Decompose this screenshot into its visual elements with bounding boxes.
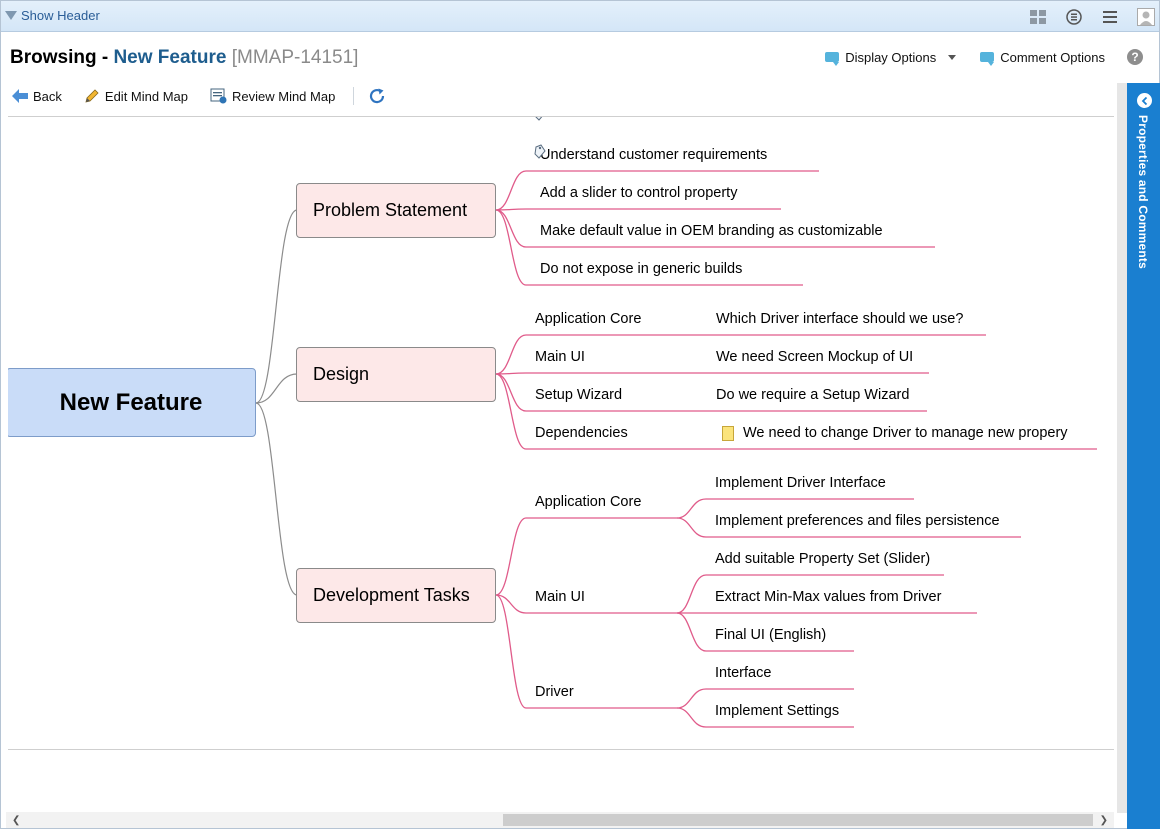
task-item[interactable]: Make default value in OEM branding as cu… [535, 117, 883, 241]
properties-comments-label: Properties and Comments [1136, 115, 1150, 269]
design-item-application-core[interactable]: Application Core [535, 311, 642, 327]
review-mind-map-button[interactable]: Review Mind Map [210, 88, 335, 104]
comment-options-label: Comment Options [1000, 49, 1105, 65]
dev-group-application-core[interactable]: Application Core [535, 494, 642, 510]
design-item-main-ui[interactable]: Main UI [535, 349, 585, 365]
development-tasks-node[interactable]: Development Tasks [296, 568, 496, 623]
chat-bubble-icon [825, 52, 840, 66]
review-mind-map-label: Review Mind Map [232, 88, 336, 104]
dev-task-item[interactable]: Implement preferences and files persiste… [715, 513, 1000, 529]
back-button[interactable]: Back [12, 89, 62, 104]
note-icon [722, 425, 734, 441]
show-header-toggle[interactable]: Show Header [5, 8, 100, 23]
dev-task-item[interactable]: Add suitable Property Set (Slider) [715, 551, 931, 567]
top-header-bar: Show Header [1, 1, 1159, 32]
dev-task-item[interactable]: Extract Min-Max values from Driver [715, 589, 942, 605]
scroll-left-arrow-icon[interactable]: ❮ [12, 815, 21, 826]
mind-map-canvas[interactable]: New Feature Problem Statement Design Dev… [8, 116, 1114, 750]
dev-group-main-ui[interactable]: Main UI [535, 589, 585, 605]
dev-task-item[interactable]: Interface [715, 665, 772, 681]
task-item[interactable]: Understand customer requirements [540, 145, 767, 165]
design-item-dependencies[interactable]: Dependencies [535, 425, 628, 441]
vertical-scroll-thumb[interactable] [1117, 83, 1127, 813]
design-child-item[interactable]: Which Driver interface should we use? [716, 311, 964, 327]
horizontal-scroll-thumb[interactable] [503, 814, 1093, 826]
dev-task-item[interactable]: Final UI (English) [715, 627, 827, 643]
task-item-label: Add a slider to control property [540, 185, 738, 201]
design-child-item[interactable]: We need to change Driver to manage new p… [722, 423, 1068, 443]
task-item-label: Understand customer requirements [540, 147, 768, 163]
top-icon-group [1028, 7, 1155, 26]
back-arrow-icon [12, 89, 28, 103]
properties-comments-panel-toggle[interactable]: Properties and Comments [1127, 83, 1160, 829]
chevron-left-icon[interactable] [1137, 93, 1152, 108]
task-tag-icon [535, 117, 543, 121]
dev-task-item[interactable]: Implement Settings [715, 703, 840, 719]
task-item[interactable]: Do not expose in generic builds [534, 144, 743, 279]
refresh-icon[interactable] [368, 87, 386, 105]
options-bar: Display Options Comment Options ? [825, 49, 1143, 66]
dev-group-driver[interactable]: Driver [535, 684, 574, 700]
hamburger-menu-icon[interactable] [1100, 7, 1119, 26]
task-item-label: Make default value in OEM branding as cu… [540, 223, 883, 239]
design-child-label: We need to change Driver to manage new p… [743, 425, 1068, 441]
vertical-scrollbar[interactable] [1117, 83, 1127, 813]
dev-task-item[interactable]: Implement Driver Interface [715, 475, 886, 491]
scroll-right-arrow-icon[interactable]: ❯ [1099, 815, 1108, 826]
pencil-icon [85, 89, 99, 103]
show-header-label: Show Header [21, 8, 100, 23]
task-item-label: Do not expose in generic builds [540, 261, 743, 277]
title-prefix: Browsing - [10, 47, 114, 68]
design-item-setup-wizard[interactable]: Setup Wizard [535, 387, 623, 403]
chat-bubble-icon [980, 52, 995, 66]
display-options-menu[interactable]: Display Options [825, 49, 957, 66]
task-tag-icon [534, 144, 546, 159]
design-child-item[interactable]: We need Screen Mockup of UI [716, 349, 914, 365]
list-circle-icon[interactable] [1064, 7, 1083, 26]
design-child-item[interactable]: Do we require a Setup Wizard [716, 387, 910, 403]
root-node[interactable]: New Feature [8, 368, 256, 437]
toolbar: Back Edit Mind Map Review Mind Map [12, 87, 386, 105]
mind-map-connectors [255, 170, 1097, 728]
user-avatar-icon[interactable] [1136, 7, 1155, 26]
title-feature-name: New Feature [113, 47, 227, 68]
page-title: Browsing - New Feature [MMAP-14151] [10, 47, 358, 69]
help-icon[interactable]: ? [1127, 49, 1143, 65]
display-options-label: Display Options [845, 49, 937, 65]
task-item[interactable]: Add a slider to control property [540, 183, 737, 203]
design-node[interactable]: Design [296, 347, 496, 402]
caret-down-icon [948, 54, 957, 60]
edit-mind-map-button[interactable]: Edit Mind Map [84, 88, 188, 104]
horizontal-scrollbar[interactable]: ❮ ❯ [6, 812, 1114, 828]
triangle-down-icon [5, 11, 17, 20]
comment-options-menu[interactable]: Comment Options [980, 49, 1105, 66]
problem-statement-node[interactable]: Problem Statement [296, 183, 496, 238]
edit-mind-map-label: Edit Mind Map [104, 88, 188, 104]
grid-icon[interactable] [1028, 7, 1047, 26]
toolbar-separator [353, 87, 355, 105]
review-document-icon [210, 88, 227, 104]
title-issue-key: [MMAP-14151] [231, 47, 359, 68]
back-label: Back [33, 88, 62, 104]
